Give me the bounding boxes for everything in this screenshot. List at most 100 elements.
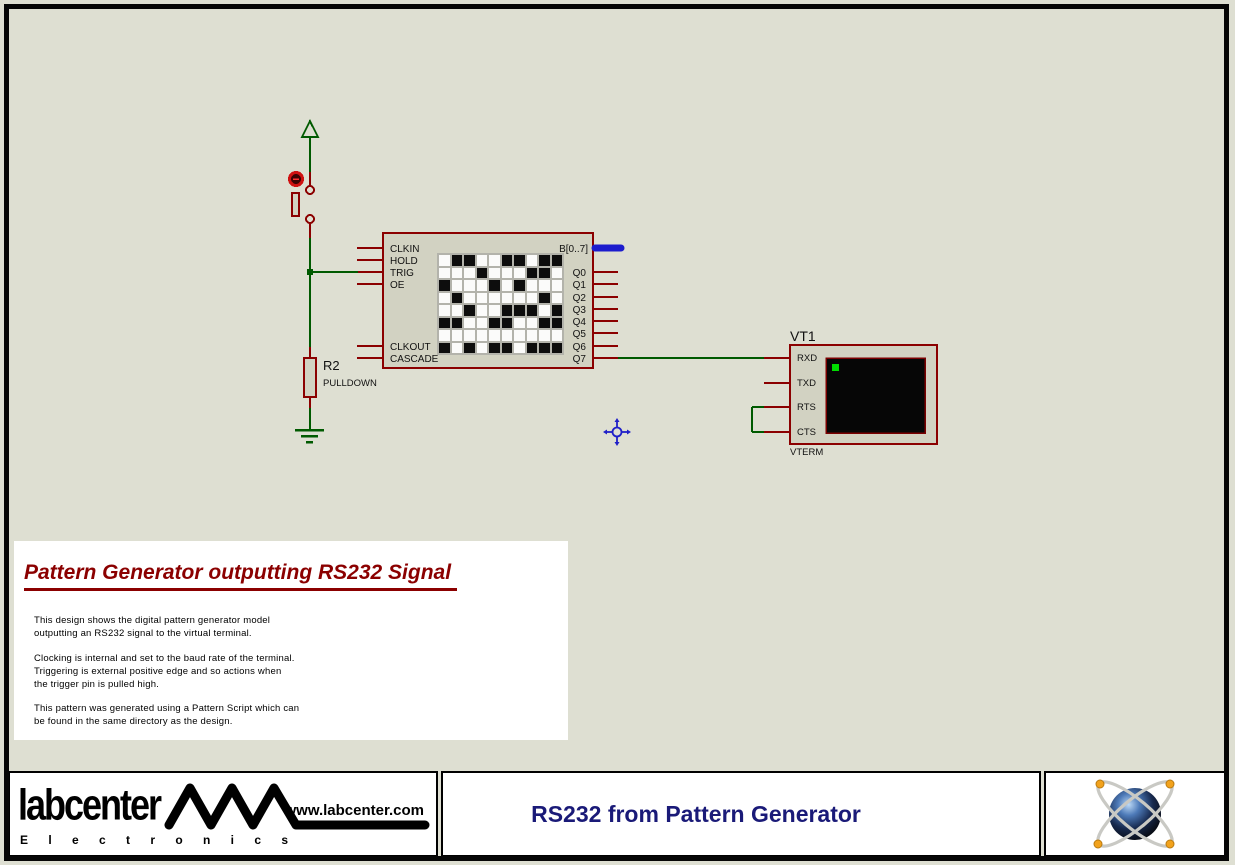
pattern-cell[interactable] [464, 292, 475, 303]
pattern-cell[interactable] [476, 267, 487, 278]
power-terminal[interactable] [300, 118, 320, 138]
pattern-cell[interactable] [439, 330, 450, 341]
pattern-cell[interactable] [439, 305, 450, 316]
pattern-cell[interactable] [501, 330, 512, 341]
pattern-cell[interactable] [476, 330, 487, 341]
pattern-cell[interactable] [439, 317, 450, 328]
pattern-cell[interactable] [501, 342, 512, 353]
labcenter-logo: labcenter [18, 779, 162, 830]
pattern-cell[interactable] [539, 292, 550, 303]
pattern-cell[interactable] [501, 305, 512, 316]
pattern-cell[interactable] [476, 292, 487, 303]
terminal-screen[interactable] [825, 357, 926, 434]
pattern-cell[interactable] [514, 255, 525, 266]
pattern-cell[interactable] [539, 317, 550, 328]
pattern-cell[interactable] [539, 305, 550, 316]
pattern-cell[interactable] [464, 255, 475, 266]
footer-atom-cell [1044, 771, 1226, 857]
pattern-cell[interactable] [539, 330, 550, 341]
pattern-cell[interactable] [551, 330, 562, 341]
pattern-cell[interactable] [526, 255, 537, 266]
pattern-cell[interactable] [464, 342, 475, 353]
pattern-cell[interactable] [489, 342, 500, 353]
pattern-cell[interactable] [514, 342, 525, 353]
push-button[interactable] [288, 171, 315, 238]
pattern-cell[interactable] [451, 280, 462, 291]
pattern-cell[interactable] [539, 255, 550, 266]
pattern-cell[interactable] [526, 267, 537, 278]
pattern-cell[interactable] [439, 342, 450, 353]
pattern-cell[interactable] [489, 330, 500, 341]
pattern-cell[interactable] [464, 267, 475, 278]
terminal-type: VTERM [790, 447, 823, 458]
pattern-cell[interactable] [476, 305, 487, 316]
pattern-cell[interactable] [464, 305, 475, 316]
wires[interactable] [307, 137, 764, 433]
pattern-cell[interactable] [451, 255, 462, 266]
button-actuator-icon[interactable] [288, 171, 304, 187]
pattern-cell[interactable] [551, 305, 562, 316]
pattern-cell[interactable] [539, 342, 550, 353]
pattern-cell[interactable] [551, 292, 562, 303]
pattern-cell[interactable] [451, 317, 462, 328]
pattern-cell[interactable] [526, 292, 537, 303]
pattern-cell[interactable] [514, 317, 525, 328]
pattern-cell[interactable] [514, 280, 525, 291]
website-text: www.labcenter.com [284, 802, 425, 819]
pattern-cell[interactable] [439, 292, 450, 303]
pattern-cell[interactable] [514, 330, 525, 341]
pattern-cell[interactable] [439, 280, 450, 291]
pattern-cell[interactable] [539, 267, 550, 278]
pattern-cell[interactable] [489, 267, 500, 278]
pattern-cell[interactable] [476, 280, 487, 291]
pattern-cell[interactable] [551, 280, 562, 291]
pin-label-q3: Q3 [573, 305, 587, 316]
pattern-cell[interactable] [451, 342, 462, 353]
ground-symbol[interactable] [295, 428, 324, 444]
pattern-cell[interactable] [451, 292, 462, 303]
pattern-cell[interactable] [489, 305, 500, 316]
pattern-cell[interactable] [501, 280, 512, 291]
pattern-cell[interactable] [489, 292, 500, 303]
pattern-cell[interactable] [551, 255, 562, 266]
pattern-cell[interactable] [464, 280, 475, 291]
pattern-cell[interactable] [439, 267, 450, 278]
pattern-grid[interactable] [437, 253, 564, 355]
pattern-cell[interactable] [476, 317, 487, 328]
pattern-cell[interactable] [526, 330, 537, 341]
pattern-cell[interactable] [451, 305, 462, 316]
pattern-cell[interactable] [501, 292, 512, 303]
pattern-cell[interactable] [514, 305, 525, 316]
pattern-cell[interactable] [514, 267, 525, 278]
pattern-cell[interactable] [551, 267, 562, 278]
mouse-crosshair-icon [603, 418, 631, 446]
pin-label-q4: Q4 [573, 317, 587, 328]
pattern-cell[interactable] [489, 280, 500, 291]
pattern-cell[interactable] [476, 342, 487, 353]
pattern-cell[interactable] [501, 267, 512, 278]
pattern-cell[interactable] [501, 255, 512, 266]
pattern-cell[interactable] [464, 330, 475, 341]
pattern-cell[interactable] [451, 267, 462, 278]
pattern-cell[interactable] [464, 317, 475, 328]
pattern-cell[interactable] [489, 255, 500, 266]
pattern-cell[interactable] [526, 317, 537, 328]
pattern-cell[interactable] [451, 330, 462, 341]
pattern-cell[interactable] [539, 280, 550, 291]
pattern-cell[interactable] [551, 342, 562, 353]
pin-label-trig: TRIG [390, 268, 414, 279]
pin-label-hold: HOLD [390, 256, 418, 267]
terminal-pins [764, 357, 790, 433]
pattern-cell[interactable] [514, 292, 525, 303]
pin-label-clkout: CLKOUT [390, 342, 431, 353]
pattern-cell[interactable] [551, 317, 562, 328]
virtual-terminal-vt1[interactable]: VT1 RXD TXD RTS CTS VTERM [764, 328, 938, 458]
pattern-cell[interactable] [526, 280, 537, 291]
pattern-cell[interactable] [476, 255, 487, 266]
pattern-cell[interactable] [526, 342, 537, 353]
pattern-cell[interactable] [489, 317, 500, 328]
pattern-cell[interactable] [526, 305, 537, 316]
resistor-r2[interactable]: R2 PULLDOWN [303, 347, 377, 408]
pattern-cell[interactable] [501, 317, 512, 328]
pattern-cell[interactable] [439, 255, 450, 266]
